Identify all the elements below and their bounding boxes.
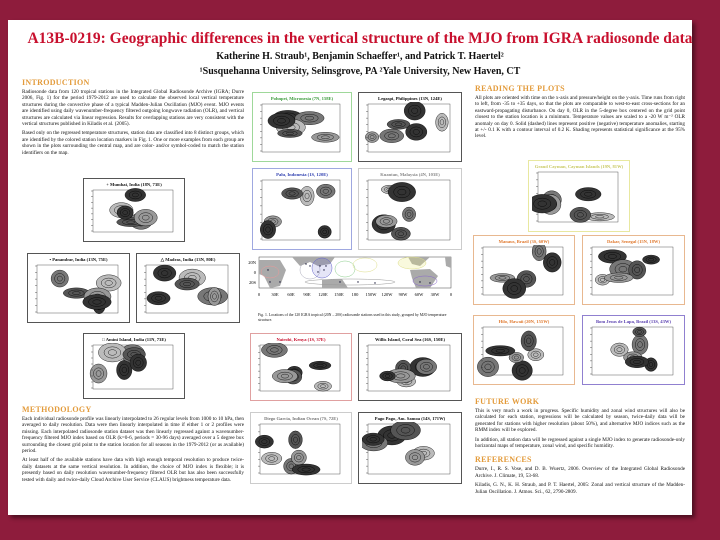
station-plot: Diego Garcia, Indian Ocean (7S, 72E) xyxy=(250,412,352,484)
temperature-contour-plot xyxy=(35,264,122,314)
station-plot-title: Palu, Indonesia (1S, 120E) xyxy=(276,172,328,177)
temperature-contour-plot xyxy=(590,326,674,376)
temperature-contour-plot xyxy=(362,422,451,475)
station-plot: Nairobi, Kenya (1S, 37E) xyxy=(250,333,352,401)
temperature-contour-plot xyxy=(144,264,229,314)
introduction-heading: INTRODUCTION xyxy=(22,78,90,87)
temperature-contour-plot xyxy=(365,102,451,153)
lon-tick: 90E xyxy=(303,292,311,297)
station-plot-title: Diego Garcia, Indian Ocean (7S, 72E) xyxy=(264,416,338,421)
australia-land xyxy=(322,279,348,288)
methodology-paragraph: Each individual radiosonde profile was l… xyxy=(22,416,244,455)
reference-item: Durre, I., R. S. Vose, and D. B. Wuertz,… xyxy=(475,466,685,479)
station-plot-title: + Mumbai, India (18N, 73E) xyxy=(106,182,162,187)
temperature-contour-plot xyxy=(258,343,341,392)
lon-tick: 30W xyxy=(431,292,441,297)
lon-tick: 120E xyxy=(318,292,328,297)
station-plot: △ Madras, India (13N, 80E) xyxy=(136,253,240,323)
west-africa-land xyxy=(445,257,451,268)
central-america-land xyxy=(408,257,430,266)
station-plot-title: Kuantan, Malaysia (4N, 103E) xyxy=(380,172,440,177)
reading-heading: READING THE PLOTS xyxy=(475,84,565,93)
lon-tick: 120W xyxy=(382,292,394,297)
references-heading: REFERENCES xyxy=(475,455,532,465)
reference-item: Kiladis, G. N., K. H. Straub, and P. T. … xyxy=(475,482,685,495)
station-plot: Hilo, Hawaii (20N, 155W) xyxy=(473,315,575,385)
station-plot: • Panambur, India (13N, 75E) xyxy=(27,253,130,323)
temperature-contour-plot xyxy=(590,246,674,296)
lon-tick: 180 xyxy=(352,292,360,297)
station-plot: Legaspi, Philippines (13N, 124E) xyxy=(358,92,462,162)
station-plot: Bom Jesus de Lapa, Brazil (13S, 43W) xyxy=(582,315,685,385)
temperature-contour-plot xyxy=(91,188,174,233)
lon-tick: 150E xyxy=(334,292,344,297)
station-plot-title: Willis Island, Coral Sea (16S, 150E) xyxy=(375,337,445,342)
station-plot: Dakar, Senegal (15N, 18W) xyxy=(582,235,685,305)
map-caption: Fig. 1. Locations of the 120 IGRA tropic… xyxy=(258,313,447,322)
station-plot: Willis Island, Coral Sea (16S, 150E) xyxy=(358,333,462,401)
station-plot-title: • Panambur, India (13N, 75E) xyxy=(49,257,108,262)
poster-title: A13B-0219: Geographic differences in the… xyxy=(27,30,693,47)
station-map: 20N 0 20S 0 30E 60E 90E 120E 150E 180 150W 120W 9… xyxy=(248,256,453,297)
future-paragraph: In addition, all station data will be re… xyxy=(475,436,685,450)
introduction-section: INTRODUCTION Radiosonde data from 120 tr… xyxy=(22,78,244,159)
africa-land xyxy=(259,260,286,288)
station-plot-title: △ Madras, India (13N, 80E) xyxy=(160,257,216,262)
station-plot: Kuantan, Malaysia (4N, 103E) xyxy=(358,168,462,250)
station-plot-title: Bom Jesus de Lapa, Brazil (13S, 43W) xyxy=(595,319,672,324)
south-america-land xyxy=(410,269,438,288)
station-markers xyxy=(267,263,431,284)
future-work-section: FUTURE WORK This is very much a work in … xyxy=(475,397,685,498)
temperature-contour-plot xyxy=(481,245,564,299)
temperature-contour-plot xyxy=(477,326,564,381)
station-plot-title: Nairobi, Kenya (1S, 37E) xyxy=(276,337,326,342)
temperature-contour-plot xyxy=(260,179,341,241)
lon-tick: 90W xyxy=(399,292,409,297)
station-plot: Pago Pago, Am. Samoa (14S, 171W) xyxy=(358,412,462,484)
lat-tick: 0 xyxy=(254,270,257,275)
station-plot-title: Dakar, Senegal (15N, 18W) xyxy=(606,239,661,244)
station-plot-title: Manaus, Brazil (3S, 60W) xyxy=(498,239,550,244)
intro-paragraph: Radiosonde data from 120 tropical statio… xyxy=(22,89,244,128)
methodology-heading: METHODOLOGY xyxy=(22,405,92,414)
temperature-contour-plot xyxy=(366,179,451,241)
temperature-contour-plot xyxy=(260,103,341,153)
temperature-contour-plot xyxy=(89,343,174,390)
methodology-section: METHODOLOGY Each individual radiosonde p… xyxy=(22,405,244,486)
lat-tick: 20S xyxy=(249,280,257,285)
temperature-contour-plot xyxy=(366,344,451,392)
station-plot-title: □ Amini Island, India (11N, 73E) xyxy=(102,337,166,342)
lon-tick: 0 xyxy=(450,292,453,297)
future-heading: FUTURE WORK xyxy=(475,397,540,406)
station-plot: + Mumbai, India (18N, 73E) xyxy=(83,178,185,242)
station-plot-title: Pago Pago, Am. Samoa (14S, 171W) xyxy=(374,416,446,421)
lon-tick: 60E xyxy=(287,292,295,297)
temperature-contour-plot xyxy=(532,171,619,223)
lon-tick: 60W xyxy=(415,292,425,297)
reading-section: READING THE PLOTS All plots are oriented… xyxy=(475,84,685,143)
station-plot: □ Amini Island, India (11N, 73E) xyxy=(83,333,185,399)
lon-tick: 30E xyxy=(271,292,279,297)
station-map-figure: 20N 0 20S 0 30E 60E 90E 120E 150E 180 150W 120W 9… xyxy=(240,252,465,322)
temperature-contour-plot xyxy=(255,423,341,476)
reading-paragraph: All plots are oriented with time on the … xyxy=(475,95,685,140)
methodology-paragraph: At least half of the available stations … xyxy=(22,457,244,483)
station-plot-title: Grand Cayman, Cayman Islands (19N, 81W) xyxy=(534,164,624,169)
station-plot-title: Hilo, Hawaii (20N, 155W) xyxy=(498,319,550,324)
lat-tick: 20N xyxy=(248,260,257,265)
station-plot-title: Legaspi, Philippines (13N, 124E) xyxy=(378,96,442,101)
intro-paragraph: Based only on the regressed temperature … xyxy=(22,130,244,156)
lon-tick: 150W xyxy=(366,292,378,297)
authors: Katherine H. Straub¹, Benjamin Schaeffer… xyxy=(216,51,504,62)
future-paragraph: This is very much a work in progress. Sp… xyxy=(475,408,685,434)
station-plot: Palu, Indonesia (1S, 120E) xyxy=(252,168,352,250)
lon-tick: 0 xyxy=(258,292,261,297)
station-plot: Manaus, Brazil (3S, 60W) xyxy=(473,235,575,305)
station-plot: Pohnpei, Micronesia (7N, 158E) xyxy=(252,92,352,162)
station-plot: Grand Cayman, Cayman Islands (19N, 81W) xyxy=(528,160,630,232)
affiliations: ¹Susquehanna University, Selinsgrove, PA… xyxy=(199,66,521,77)
station-plot-title: Pohnpei, Micronesia (7N, 158E) xyxy=(270,96,334,101)
